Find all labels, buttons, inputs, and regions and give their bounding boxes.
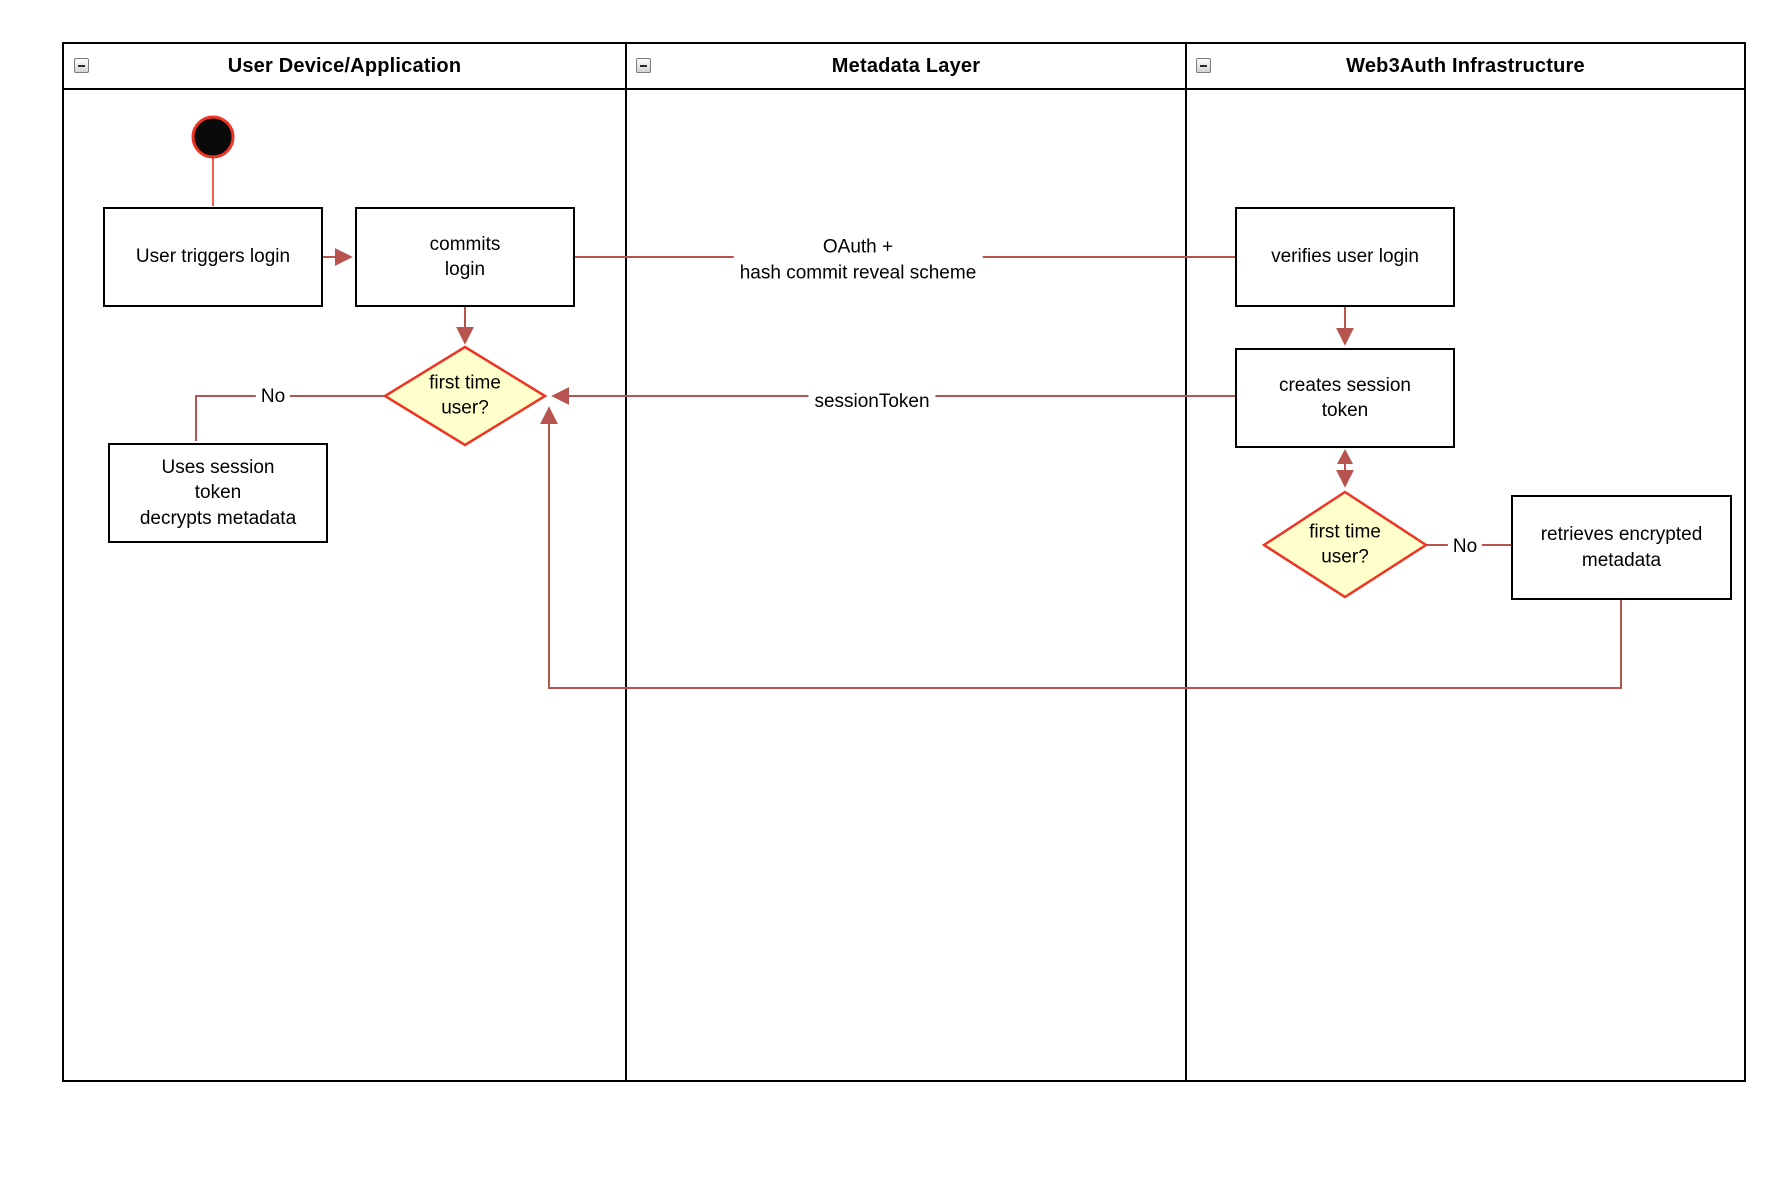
lane-title-web3auth-infrastructure: Web3Auth Infrastructure: [1346, 54, 1585, 77]
decision-first-time-user-left[interactable]: [382, 345, 548, 447]
edge-label-oauth: OAuth + hash commit reveal scheme: [733, 233, 983, 287]
lane-title-user-device: User Device/Application: [227, 54, 462, 77]
decision-first-time-user-right[interactable]: [1261, 490, 1429, 599]
node-creates-session-token[interactable]: creates session token: [1235, 348, 1455, 448]
node-verifies-user-login[interactable]: verifies user login: [1235, 207, 1455, 307]
node-retrieves-encrypted-metadata[interactable]: retrieves encrypted metadata: [1511, 495, 1732, 600]
minus-icon: [640, 64, 647, 67]
start-node[interactable]: [191, 115, 235, 159]
edge-label-no-left: No: [255, 384, 291, 410]
lane-divider-2: [1185, 44, 1187, 1080]
node-commits-login[interactable]: commits login: [355, 207, 575, 307]
node-user-triggers-login[interactable]: User triggers login: [103, 207, 323, 307]
lane-title-metadata-layer: Metadata Layer: [831, 54, 981, 77]
swimlane-frame: User Device/Application Metadata Layer W…: [62, 42, 1746, 1082]
node-uses-session-token[interactable]: Uses session token decrypts metadata: [108, 443, 328, 543]
minus-icon: [78, 64, 85, 67]
lane-divider-1: [625, 44, 627, 1080]
collapse-lane-metadata-layer-button[interactable]: [636, 58, 651, 73]
collapse-lane-user-device-button[interactable]: [74, 58, 89, 73]
edge-label-no-right: No: [1447, 534, 1483, 560]
retrieves-to-decision-feedback-connector: [540, 406, 1622, 689]
collapse-lane-web3auth-button[interactable]: [1196, 58, 1211, 73]
up-arrowhead: [1337, 449, 1353, 464]
edge-label-session-token: sessionToken: [808, 388, 936, 416]
decision-no-to-uses-session-connector: [195, 395, 385, 441]
minus-icon: [1200, 64, 1207, 67]
header-divider: [64, 88, 1744, 90]
